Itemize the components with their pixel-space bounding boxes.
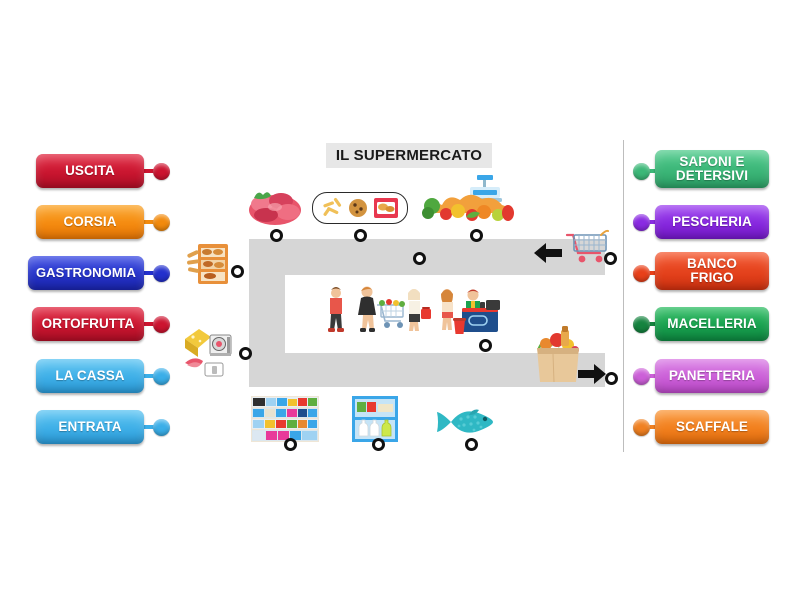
label-corsia-text: CORSIA xyxy=(63,214,117,229)
label-corsia[interactable]: CORSIA xyxy=(36,205,144,239)
label-gastronomia[interactable]: GASTRONOMIA xyxy=(28,256,144,290)
label-saponi-line1: SAPONI E xyxy=(679,154,745,169)
label-panetteria[interactable]: PANETTERIA xyxy=(655,359,769,393)
grocery-bag-image xyxy=(537,326,579,383)
connector-stem-entrata xyxy=(140,425,162,429)
label-banco-frigo-line1: BANCO xyxy=(687,256,737,271)
label-macelleria-text: MACELLERIA xyxy=(667,316,757,331)
label-saponi-line2: DETERSIVI xyxy=(675,168,749,183)
label-scaffale-text: SCAFFALE xyxy=(675,419,749,434)
fruit-vegetables-image xyxy=(422,175,514,221)
connector-dot-corsia[interactable] xyxy=(153,214,170,231)
label-pescheria-text: PESCHERIA xyxy=(672,214,752,229)
bread-shelf-image xyxy=(187,244,228,284)
label-entrata[interactable]: ENTRATA xyxy=(36,410,144,444)
label-la-cassa[interactable]: LA CASSA xyxy=(36,359,144,393)
entry-arrow-left xyxy=(534,243,562,263)
label-entrata-text: ENTRATA xyxy=(58,419,122,434)
connector-stem-uscita xyxy=(140,169,162,173)
hotspot-fish[interactable] xyxy=(465,438,478,451)
product-shelf-image xyxy=(251,396,319,442)
connector-dot-macelleria[interactable] xyxy=(633,316,650,333)
label-macelleria[interactable]: MACELLERIA xyxy=(655,307,769,341)
hotspot-produce[interactable] xyxy=(470,229,483,242)
connector-stem-la-cassa xyxy=(140,374,162,378)
detergent-shelf-image xyxy=(352,396,398,442)
connector-dot-gastronomia[interactable] xyxy=(153,265,170,282)
hotspot-detergents[interactable] xyxy=(372,438,385,451)
connector-stem-gastronomia xyxy=(140,271,162,275)
snacks-cookies-image xyxy=(312,192,408,224)
label-ortofrutta[interactable]: ORTOFRUTTA xyxy=(32,307,144,341)
connector-dot-scaffale[interactable] xyxy=(633,419,650,436)
hotspot-product-shelf[interactable] xyxy=(284,438,297,451)
vertical-divider xyxy=(623,140,624,452)
page-title-text: IL SUPERMERCATO xyxy=(335,147,483,164)
label-uscita-text: USCITA xyxy=(65,163,115,178)
connector-dot-ortofrutta[interactable] xyxy=(153,316,170,333)
fish-image xyxy=(437,409,493,433)
label-pescheria[interactable]: PESCHERIA xyxy=(655,205,769,239)
connector-dot-pescheria[interactable] xyxy=(633,214,650,231)
hotspot-aisle-top[interactable] xyxy=(413,252,426,265)
label-uscita[interactable]: USCITA xyxy=(36,154,144,188)
connector-stem-ortofrutta xyxy=(140,322,162,326)
meat-tray-image xyxy=(249,192,301,225)
connector-dot-uscita[interactable] xyxy=(153,163,170,180)
connector-dot-entrata[interactable] xyxy=(153,419,170,436)
shoppers-queue-image xyxy=(328,286,485,332)
label-scaffale[interactable]: SCAFFALE xyxy=(655,410,769,444)
deli-counter-image xyxy=(185,329,232,377)
hotspot-cart[interactable] xyxy=(604,252,617,265)
checkout-counter-image xyxy=(453,300,500,334)
hotspot-meat[interactable] xyxy=(270,229,283,242)
label-panetteria-text: PANETTERIA xyxy=(668,368,756,383)
connector-dot-la-cassa[interactable] xyxy=(153,368,170,385)
label-ortofrutta-text: ORTOFRUTTA xyxy=(41,316,135,331)
hotspot-checkout[interactable] xyxy=(479,339,492,352)
connector-stem-corsia xyxy=(140,220,162,224)
label-la-cassa-text: LA CASSA xyxy=(55,368,125,383)
hotspot-exit-bag[interactable] xyxy=(605,372,618,385)
label-banco-frigo-line2: FRIGO xyxy=(690,270,734,285)
label-gastronomia-text: GASTRONOMIA xyxy=(35,265,137,280)
connector-dot-saponi[interactable] xyxy=(633,163,650,180)
hotspot-bread-shelf[interactable] xyxy=(231,265,244,278)
hotspot-deli[interactable] xyxy=(239,347,252,360)
connector-dot-banco-frigo[interactable] xyxy=(633,265,650,282)
label-banco-frigo[interactable]: BANCO FRIGO xyxy=(655,252,769,290)
hotspot-snacks[interactable] xyxy=(354,229,367,242)
page-title: IL SUPERMERCATO xyxy=(326,143,492,168)
shopping-cart-image xyxy=(565,229,609,263)
label-saponi-e-detersivi[interactable]: SAPONI E DETERSIVI xyxy=(655,150,769,188)
exit-arrow-right xyxy=(578,364,606,384)
connector-dot-panetteria[interactable] xyxy=(633,368,650,385)
